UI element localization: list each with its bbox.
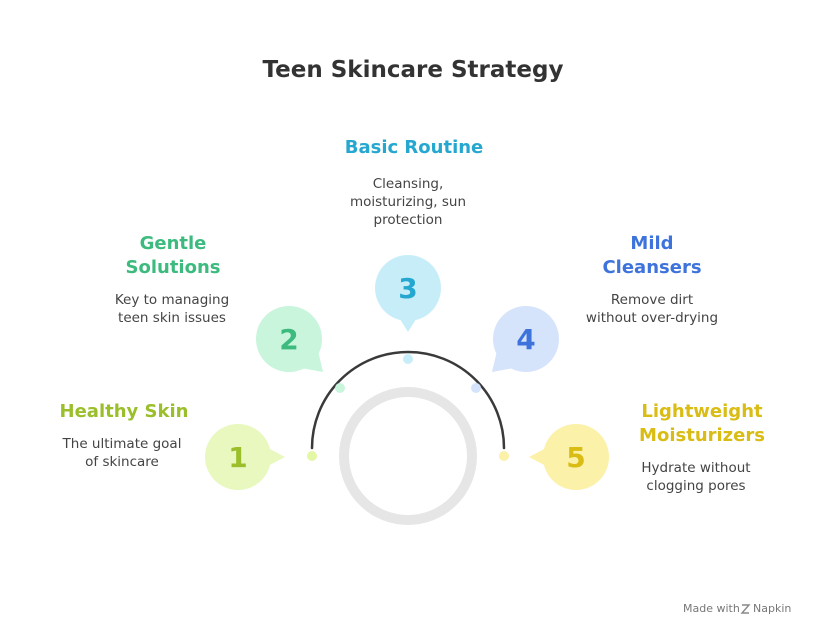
step-number-4: 4 bbox=[516, 323, 535, 356]
footer-made-with: Made with bbox=[683, 602, 740, 615]
step-bubble-2 bbox=[256, 306, 322, 372]
step-number-1: 1 bbox=[228, 441, 247, 474]
napkin-logo-icon bbox=[740, 604, 751, 614]
step-title-4: Mild bbox=[630, 233, 673, 254]
step-desc-1: of skincare bbox=[85, 454, 159, 470]
step-desc-2: teen skin issues bbox=[118, 310, 226, 326]
center-ring bbox=[339, 387, 477, 525]
step-bubble-5 bbox=[543, 424, 609, 490]
step-number-5: 5 bbox=[566, 441, 585, 474]
step-title-5: Moisturizers bbox=[639, 425, 765, 446]
step-title-2: Solutions bbox=[126, 257, 221, 278]
step-desc-3: Cleansing, bbox=[373, 176, 444, 192]
step-number-2: 2 bbox=[279, 323, 298, 356]
step-desc-2: Key to managing bbox=[115, 292, 229, 308]
arc-dot-5 bbox=[499, 451, 509, 461]
step-title-2: Gentle bbox=[140, 233, 207, 254]
step-bubble-1 bbox=[205, 424, 271, 490]
bubble-tail-5 bbox=[529, 447, 548, 467]
step-desc-1: The ultimate goal bbox=[62, 436, 182, 452]
step-desc-3: protection bbox=[374, 212, 443, 228]
step-title-1: Healthy Skin bbox=[60, 401, 189, 422]
step-desc-5: clogging pores bbox=[646, 478, 745, 494]
arc-dot-2 bbox=[335, 383, 345, 393]
step-desc-4: Remove dirt bbox=[611, 292, 693, 308]
arc-dot-4 bbox=[471, 383, 481, 393]
step-title-5: Lightweight bbox=[641, 401, 763, 422]
step-desc-4: without over-drying bbox=[586, 310, 718, 326]
outer-arc bbox=[310, 350, 506, 450]
arc-dot-1 bbox=[307, 451, 317, 461]
step-title-3: Basic Routine bbox=[345, 137, 484, 158]
step-number-3: 3 bbox=[398, 272, 417, 305]
bubble-tail-1 bbox=[266, 447, 285, 467]
step-desc-3: moisturizing, sun bbox=[350, 194, 466, 210]
step-desc-5: Hydrate without bbox=[641, 460, 750, 476]
arc-dot-3 bbox=[403, 354, 413, 364]
step-bubble-3 bbox=[375, 255, 441, 321]
diagram-title: Teen Skincare Strategy bbox=[263, 57, 564, 83]
footer-brand: Napkin bbox=[753, 602, 791, 615]
step-bubble-4 bbox=[493, 306, 559, 372]
step-title-4: Cleansers bbox=[602, 257, 701, 278]
